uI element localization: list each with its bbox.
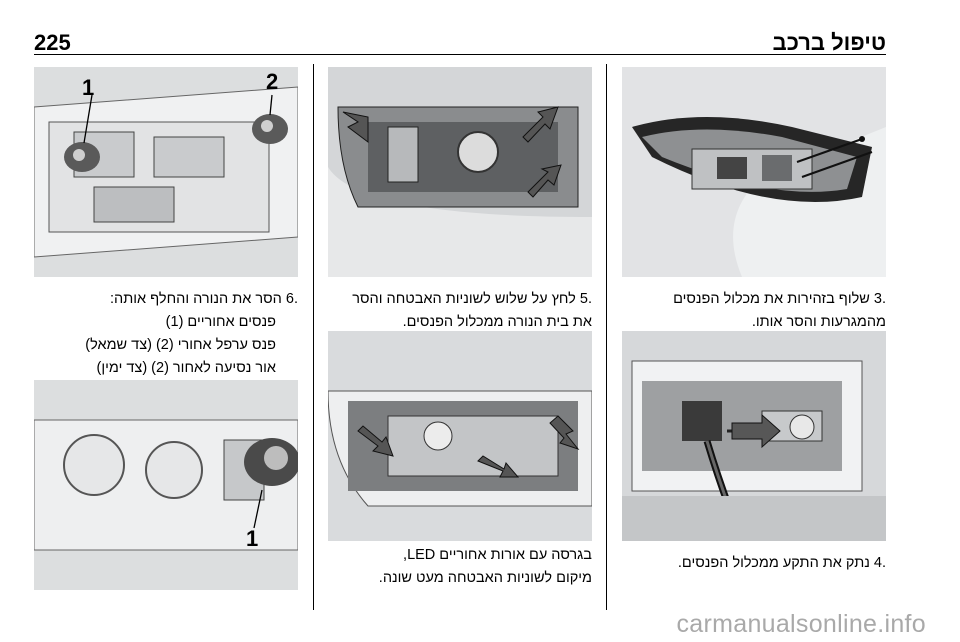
figure-disconnect-plug <box>622 331 886 541</box>
watermark: carmanualsonline.info <box>676 610 926 638</box>
figure-bulb-1: 1 <box>34 380 298 590</box>
column-divider-right <box>606 64 607 610</box>
figure-bulbs-1-2: 1 2 <box>34 67 298 277</box>
figure-release-tabs <box>328 67 592 277</box>
step-6-item-1: פנסים אחוריים (1) <box>165 314 276 330</box>
step-6-item-2: פנס ערפל אחורי (2) (צד שמאל) <box>85 337 276 353</box>
callout-2: 2 <box>266 69 279 94</box>
figure-remove-lamp-assembly <box>622 67 886 277</box>
step-3-line-2: מהמגרעות והסר אותו. <box>751 314 886 330</box>
step-5-line-1: .5 לחץ על שלוש לשוניות האבטחה והסר <box>352 291 592 307</box>
step-6-line-1: .6 הסר את הנורה והחלף אותה: <box>110 291 298 307</box>
step-6-caption: .6 הסר את הנורה והחלף אותה: פנסים אחוריי… <box>34 288 298 380</box>
step-6-item-3: אור נסיעה לאחור (2) (צד ימין) <box>96 360 276 376</box>
callout-1: 1 <box>82 75 95 100</box>
figure-led-version-tabs <box>328 331 592 541</box>
page-number: 225 <box>34 30 71 55</box>
step-4-line-1: .4 נתק את התקע ממכלול הפנסים. <box>677 555 886 571</box>
section-title: טיפול ברכב <box>772 30 886 55</box>
callout-1-bottom: 1 <box>246 526 259 551</box>
step-3-caption: .3 שלוף בזהירות את מכלול הפנסים מהמגרעות… <box>622 288 886 334</box>
step-3-line-1: .3 שלוף בזהירות את מכלול הפנסים <box>673 291 886 307</box>
led-line-2: מיקום לשוניות האבטחה מעט שונה. <box>378 570 592 586</box>
header-divider <box>34 54 886 55</box>
page-header: 225 טיפול ברכב <box>34 30 886 55</box>
step-5-line-2: את בית הנורה ממכלול הפנסים. <box>402 314 592 330</box>
led-version-caption: בגרסה עם אורות אחוריים LED, מיקום לשוניו… <box>320 544 592 590</box>
column-divider-left <box>313 64 314 610</box>
step-5-caption: .5 לחץ על שלוש לשוניות האבטחה והסר את בי… <box>320 288 592 334</box>
led-line-1: בגרסה עם אורות אחוריים LED, <box>403 547 592 563</box>
step-4-caption: .4 נתק את התקע ממכלול הפנסים. <box>622 552 886 575</box>
